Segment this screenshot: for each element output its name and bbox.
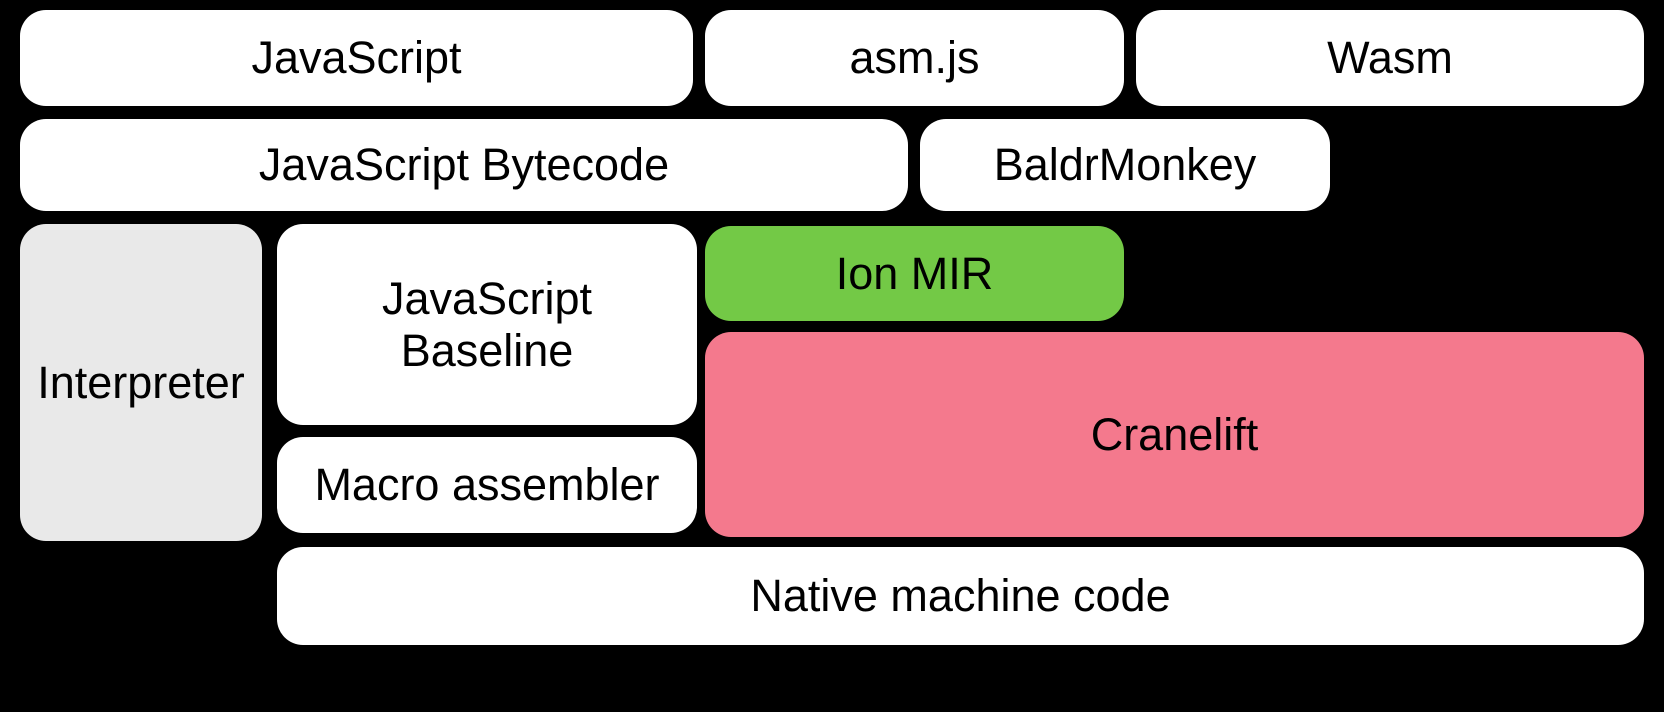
node-javascript-baseline: JavaScript Baseline [277, 224, 697, 425]
node-javascript-bytecode: JavaScript Bytecode [20, 119, 908, 211]
node-javascript: JavaScript [20, 10, 693, 106]
node-cranelift: Cranelift [705, 332, 1644, 537]
node-wasm: Wasm [1136, 10, 1644, 106]
node-interpreter: Interpreter [20, 224, 262, 541]
node-macro-assembler: Macro assembler [277, 437, 697, 533]
node-native-machine-code: Native machine code [277, 547, 1644, 645]
node-baldrmonkey: BaldrMonkey [920, 119, 1330, 211]
node-ion-mir: Ion MIR [705, 226, 1124, 321]
node-asm-js: asm.js [705, 10, 1124, 106]
